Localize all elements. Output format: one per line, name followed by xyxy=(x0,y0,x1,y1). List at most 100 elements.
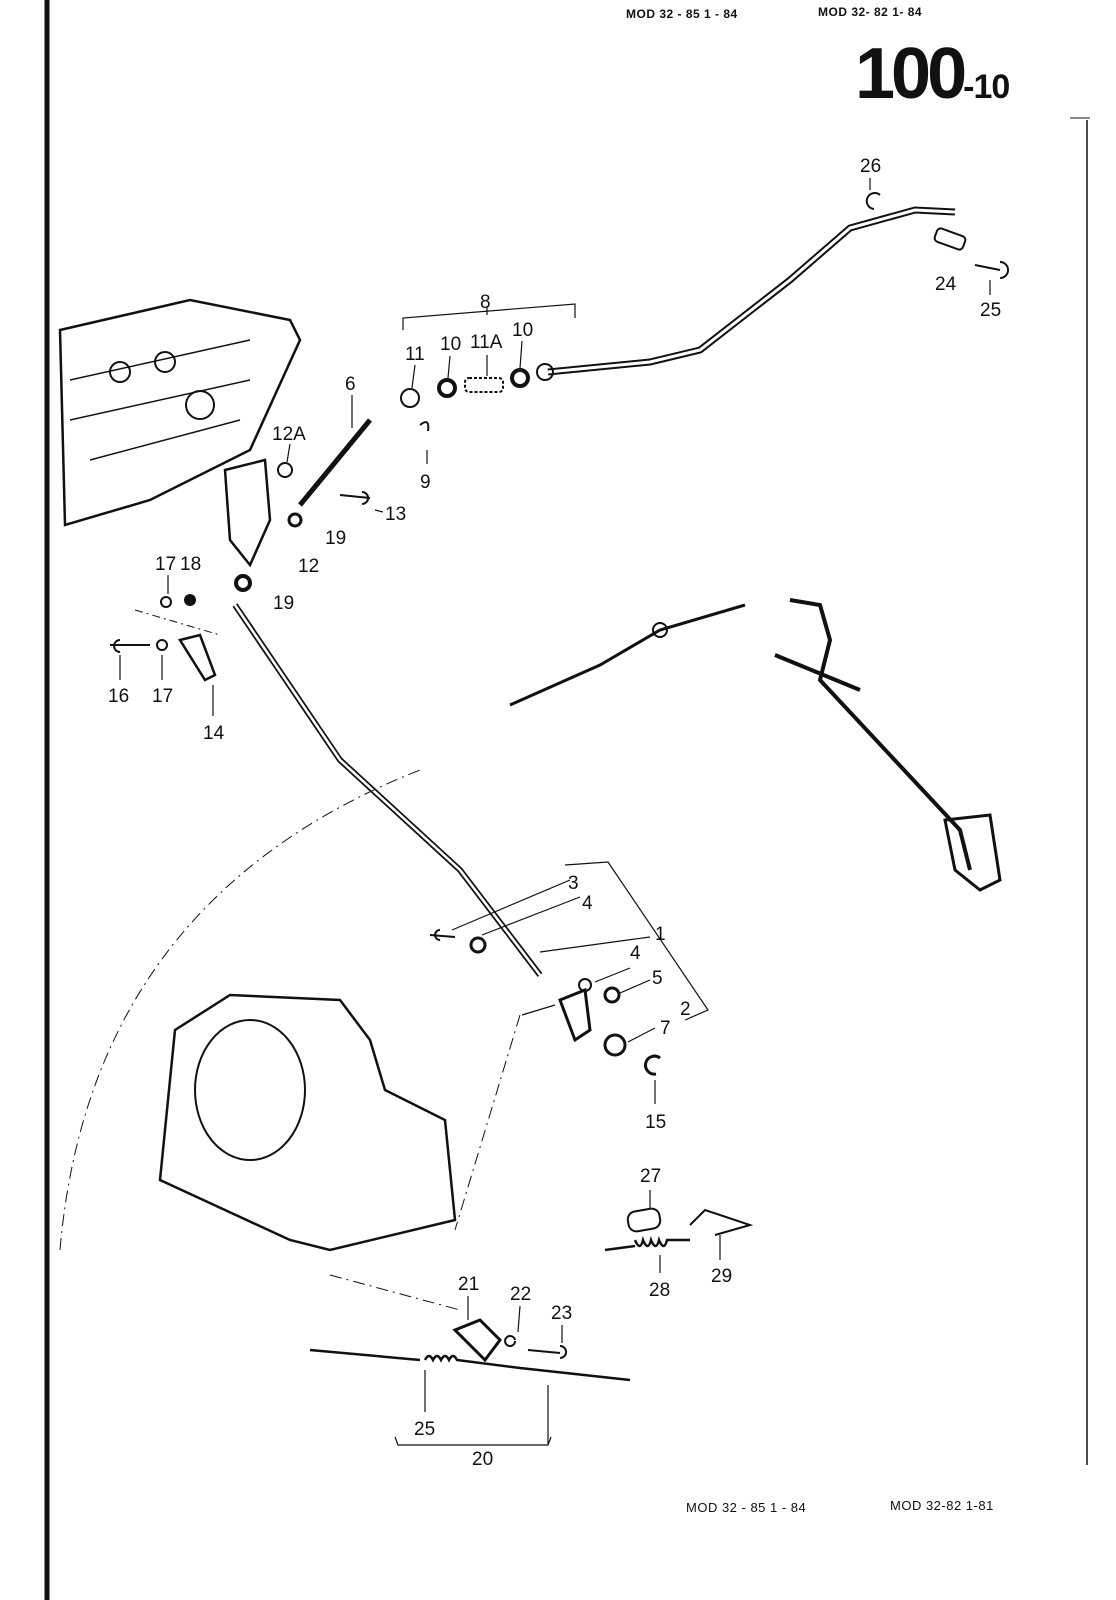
clip-22 xyxy=(504,1335,517,1347)
page-title: 100-10 xyxy=(855,38,1010,110)
nut-18 xyxy=(184,594,196,606)
cable-fitting xyxy=(652,622,668,638)
washer-4 xyxy=(469,936,487,954)
leader-lines xyxy=(119,178,991,1412)
callout-17: 17 xyxy=(155,554,176,575)
clip-9 xyxy=(419,421,430,432)
transmission-housing xyxy=(158,993,457,1252)
lever-6 xyxy=(298,418,372,507)
pedal-arm xyxy=(774,598,972,871)
header-model-ref-2: MOD 32- 82 1- 84 xyxy=(818,5,923,19)
centerline xyxy=(134,609,221,636)
callout-24: 24 xyxy=(935,274,957,295)
callout-8: 8 xyxy=(480,292,491,313)
callout-29: 29 xyxy=(711,1266,732,1287)
nut-5 xyxy=(603,986,621,1004)
callout-4: 4 xyxy=(582,893,593,914)
shift-rod-fill xyxy=(233,604,541,976)
callout-25b: 25 xyxy=(414,1419,435,1440)
bushing-19 xyxy=(287,512,303,528)
callout-25: 25 xyxy=(980,300,1001,321)
centerline-lower xyxy=(329,1014,521,1311)
cable-20 xyxy=(309,1348,631,1382)
callout-27: 27 xyxy=(640,1166,661,1187)
callout-26: 26 xyxy=(860,156,881,177)
callout-13: 13 xyxy=(385,504,406,525)
bolt-25 xyxy=(974,260,1009,279)
callout-22: 22 xyxy=(510,1284,531,1305)
callout-12: 12 xyxy=(298,556,319,577)
callout-11a: 11A xyxy=(470,332,503,353)
stud-11a xyxy=(464,377,504,393)
callout-20: 20 xyxy=(472,1449,493,1470)
head-port xyxy=(109,361,131,383)
callout-5: 5 xyxy=(652,968,663,989)
throttle-cable xyxy=(509,603,746,707)
header-model-ref-1: MOD 32 - 85 1 - 84 xyxy=(626,7,738,21)
callout-9: 9 xyxy=(420,472,431,493)
callout-6: 6 xyxy=(345,374,356,395)
bracket-8 xyxy=(402,303,576,330)
callout-1: 1 xyxy=(655,924,666,945)
sleeve-27 xyxy=(626,1207,662,1233)
shift-rod xyxy=(232,603,543,977)
bushing-7 xyxy=(603,1033,627,1057)
ball-socket-11 xyxy=(400,388,420,408)
callout-14: 14 xyxy=(203,723,225,744)
callout-10b: 10 xyxy=(512,320,533,341)
rod-end-8 xyxy=(536,363,554,381)
bushing-19b xyxy=(234,574,252,592)
callout-16: 16 xyxy=(108,686,129,707)
page-suffix: -10 xyxy=(963,68,1010,106)
head-port xyxy=(154,351,176,373)
lever-2 xyxy=(558,987,592,1043)
upper-rod-outline xyxy=(547,206,956,376)
footer-model-ref-1: MOD 32 - 85 1 - 84 xyxy=(686,1500,807,1515)
bracket-1 xyxy=(521,861,709,1021)
callout-28: 28 xyxy=(649,1280,670,1301)
bolt-16 xyxy=(110,639,150,654)
pin-24 xyxy=(933,227,967,251)
washer-17 xyxy=(156,639,168,651)
bracket-29 xyxy=(689,1208,754,1236)
callout-labels: 26 24 25 8 11 10 11A 10 6 12A 9 13 19 12… xyxy=(108,156,1001,1470)
bracket-12 xyxy=(223,458,272,568)
washer-17b xyxy=(160,596,172,608)
callout-19b: 19 xyxy=(273,593,294,614)
callout-17b: 17 xyxy=(152,686,173,707)
callout-21: 21 xyxy=(458,1274,479,1295)
bolt-13 xyxy=(339,490,371,505)
callout-15: 15 xyxy=(645,1112,666,1133)
spring-28 xyxy=(604,1236,690,1252)
bell-housing xyxy=(194,1019,306,1161)
washer-12a xyxy=(277,462,293,478)
clip-15 xyxy=(644,1054,661,1076)
bolt-23 xyxy=(527,1344,568,1359)
cylinder-head xyxy=(58,298,302,527)
callout-19: 19 xyxy=(325,528,346,549)
callout-2: 2 xyxy=(680,999,691,1020)
page-number: 100 xyxy=(855,34,967,114)
callout-10: 10 xyxy=(440,334,461,355)
callout-18: 18 xyxy=(180,554,201,575)
bracket-20 xyxy=(394,1385,552,1446)
upper-rod-fill xyxy=(547,208,956,374)
nut-10 xyxy=(437,378,457,398)
head-port xyxy=(185,390,215,420)
callout-3: 3 xyxy=(568,873,579,894)
callout-7: 7 xyxy=(660,1018,671,1039)
lever-14 xyxy=(178,633,217,682)
callout-4b: 4 xyxy=(630,943,641,964)
centerline-arc xyxy=(59,769,421,1251)
nut-10b xyxy=(510,368,530,388)
bracket-21 xyxy=(452,1318,502,1363)
callout-23: 23 xyxy=(551,1303,572,1324)
callout-11: 11 xyxy=(405,344,425,365)
pedal-pad xyxy=(943,813,1002,892)
callout-12a: 12A xyxy=(272,424,306,445)
bolt-3 xyxy=(429,929,456,942)
clip-26 xyxy=(865,192,881,210)
cylinder-head-detail xyxy=(69,339,251,461)
footer-model-ref-2: MOD 32-82 1-81 xyxy=(890,1498,994,1513)
